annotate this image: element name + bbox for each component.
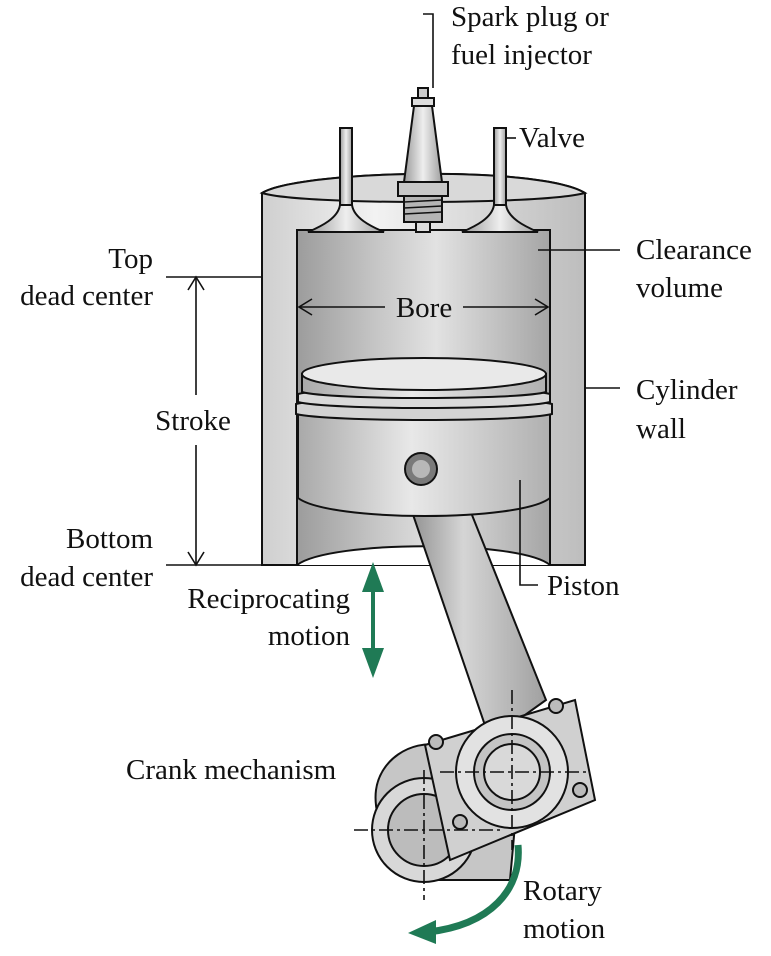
leader-lines [166,13,620,586]
piston [295,357,553,517]
rotary-motion-arrow [408,844,522,944]
crank-bolt [572,782,588,798]
label-top-dead-center-line2: dead center [20,280,153,312]
label-top-dead-center-line1: Top [108,243,153,275]
label-piston: Piston [547,570,620,602]
exhaust-valve [461,127,539,233]
label-stroke: Stroke [155,405,231,437]
reciprocating-motion-arrow [362,562,384,678]
bore-dimension [297,298,550,316]
label-cylinder-wall-line1: Cylinder [636,374,738,406]
crank-bolt [452,814,468,830]
label-bore: Bore [396,292,452,324]
crank-mechanism [354,690,597,900]
label-valve: Valve [519,122,585,154]
label-rotary-motion-line2: motion [523,913,606,945]
label-clearance-volume-line2: volume [636,272,723,304]
label-reciprocating-motion-line2: motion [268,620,351,652]
stroke-dimension [187,275,205,567]
spark-plug [397,87,449,233]
label-cylinder-wall-line2: wall [636,413,686,445]
crank-bolt [428,734,444,750]
crank-centerlines [354,690,590,900]
label-reciprocating-motion-line1: Reciprocating [187,583,350,615]
label-spark-plug-line1: Spark plug or [451,1,609,33]
label-crank-mechanism: Crank mechanism [126,754,337,786]
label-clearance-volume-line1: Clearance [636,234,752,266]
label-spark-plug-line2: fuel injector [451,39,592,71]
intake-valve [307,127,385,233]
label-bottom-dead-center-line1: Bottom [66,523,153,555]
label-bottom-dead-center-line2: dead center [20,561,153,593]
crank-bolt [548,698,564,714]
label-rotary-motion-line1: Rotary [523,875,602,907]
